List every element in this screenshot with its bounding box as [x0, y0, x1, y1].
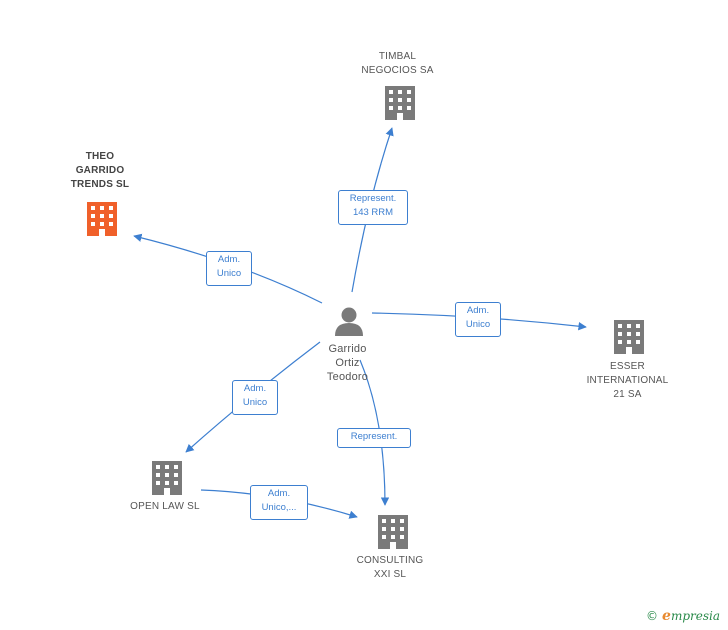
- brand-name: mpresia: [670, 609, 720, 623]
- node-label-theo[interactable]: THEO GARRIDO TRENDS SL: [70, 151, 130, 190]
- building-icon-theo[interactable]: [87, 202, 117, 236]
- building-icon-esser[interactable]: [614, 320, 644, 354]
- edge-label-to-consulting: Represent.: [337, 428, 411, 448]
- edge-label-to-openlaw: Adm. Unico: [232, 380, 278, 415]
- edge-label-to-theo: Adm. Unico: [206, 251, 252, 286]
- node-label-esser[interactable]: ESSER INTERNATIONAL 21 SA: [586, 361, 669, 400]
- node-label-person[interactable]: Garrido Ortiz Teodoro: [326, 343, 369, 383]
- edges: [133, 127, 587, 519]
- node-label-openlaw[interactable]: OPEN LAW SL: [130, 501, 200, 512]
- edge-label-openlaw-to-consulting: Adm. Unico,...: [250, 485, 308, 520]
- node-label-timbal[interactable]: TIMBAL NEGOCIOS SA: [361, 51, 434, 76]
- copyright-symbol: ©: [646, 609, 659, 623]
- edge-label-to-esser: Adm. Unico: [455, 302, 501, 337]
- person-icon[interactable]: [335, 307, 363, 337]
- node-label-consulting[interactable]: CONSULTING XXI SL: [356, 555, 424, 580]
- building-icon-timbal[interactable]: [385, 86, 415, 120]
- brand-footer: ©empresia: [646, 608, 720, 624]
- brand-initial: e: [662, 608, 671, 624]
- edge-label-to-timbal: Represent. 143 RRM: [338, 190, 408, 225]
- edge-person-to-consulting: [359, 359, 390, 506]
- building-icon-openlaw[interactable]: [152, 461, 182, 495]
- building-icon-consulting[interactable]: [378, 515, 408, 549]
